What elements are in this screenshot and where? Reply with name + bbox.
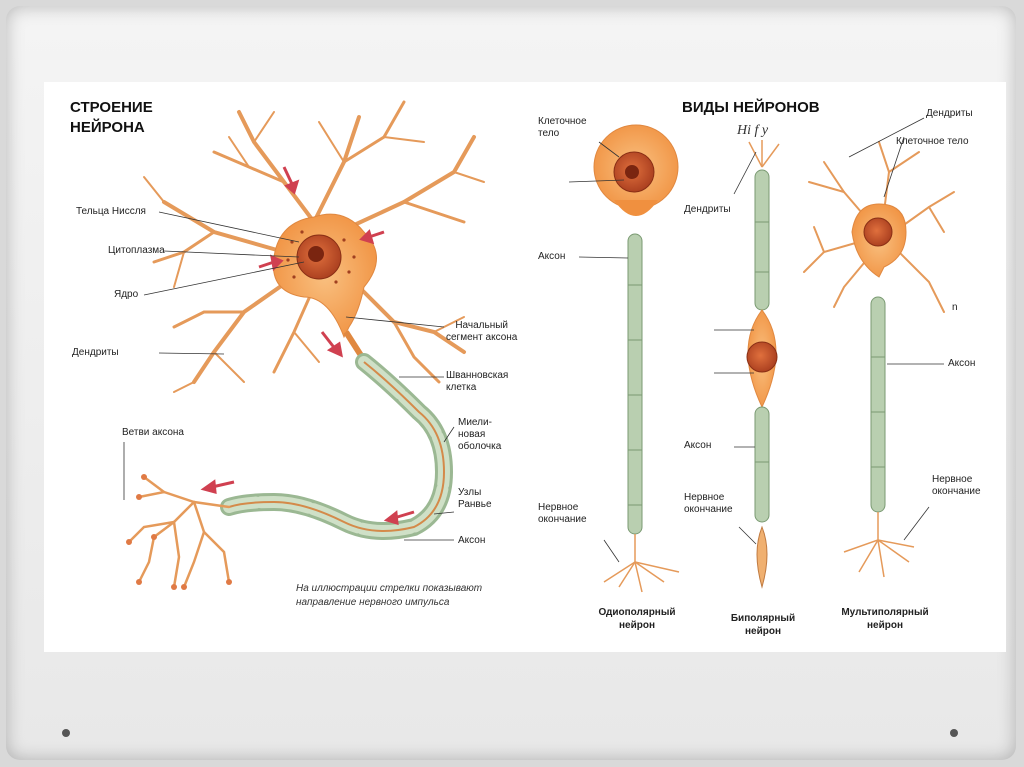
slide-bullet-left <box>62 729 70 737</box>
label-axon-bipolar: Аксон <box>684 440 711 452</box>
label-axon-left: Аксон <box>458 535 485 547</box>
multipolar-neuron <box>804 142 954 577</box>
label-ending-unipolar: Нервное окончание <box>538 502 587 526</box>
label-dendrites-left: Дендриты <box>72 347 119 359</box>
caption-unipolar: Одиополярный нейрон <box>592 606 682 632</box>
neuron-drawing <box>44 82 1006 652</box>
slide-bullet-right <box>950 729 958 737</box>
caption-multipolar: Мультиполярный нейрон <box>830 606 940 632</box>
label-nissl-bodies: Тельца Ниссля <box>76 206 146 218</box>
label-cell-body-multipolar: Клеточное тело <box>896 136 969 148</box>
label-initial-segment: Начальный сегмент аксона <box>446 320 517 344</box>
label-axon-multipolar: Аксон <box>948 358 975 370</box>
nucleolus-left <box>308 246 324 262</box>
axon-terminal-branches <box>129 477 229 587</box>
label-dendrites-bipolar: Дендриты <box>684 204 731 216</box>
label-schwann-cell: Шванновская клетка <box>446 370 508 394</box>
neuron-illustration: СТРОЕНИЕ НЕЙРОНА Тельца Ниссля Цитоплазм… <box>44 82 1006 652</box>
label-ending-bipolar: Нервное окончание <box>684 492 733 516</box>
handwritten-mark: Hi f y <box>737 124 768 138</box>
types-title: ВИДЫ НЕЙРОНОВ <box>682 98 820 118</box>
label-nucleus: Ядро <box>114 289 138 301</box>
structure-title-line2: НЕЙРОНА <box>70 118 145 138</box>
label-ending-multipolar: Нервное окончание <box>932 474 981 498</box>
label-cell-body-unipolar: Клеточное тело <box>538 116 587 140</box>
label-axon-unipolar: Аксон <box>538 251 565 263</box>
structure-title-line1: СТРОЕНИЕ <box>70 98 153 118</box>
label-myelin-sheath: Миели- новая оболочка <box>458 417 501 453</box>
label-cytoplasm: Цитоплазма <box>108 245 165 257</box>
arrows-note: На иллюстрации стрелки показывают направ… <box>296 582 482 610</box>
bipolar-neuron <box>747 140 779 587</box>
myelinated-axon-left <box>229 332 444 531</box>
caption-bipolar: Биполярный нейрон <box>720 612 806 638</box>
label-nodes-ranvier: Узлы Ранвье <box>458 487 492 511</box>
label-dendrites-multipolar: Дендриты <box>926 108 973 120</box>
mark-n: n <box>952 302 958 314</box>
unipolar-neuron <box>594 125 679 592</box>
label-axon-branches: Ветви аксона <box>122 427 184 439</box>
